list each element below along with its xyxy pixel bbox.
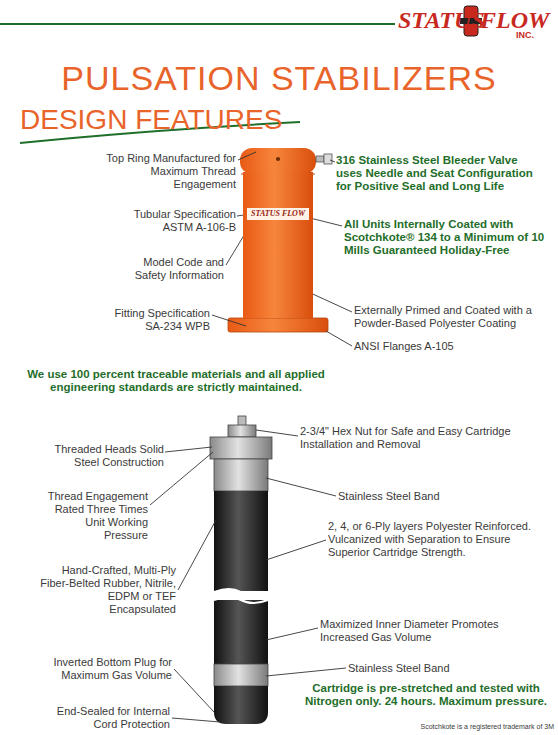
callout-label: Model Code and Safety Information — [130, 256, 224, 282]
callout-label: Stainless Steel Band — [348, 662, 548, 675]
trademark-note: Scotchkote is a registered trademark of … — [384, 722, 554, 731]
company-logo: FLOW — [480, 6, 540, 34]
vessel-logo: STATUS FLOW — [247, 208, 309, 220]
callout-label: ANSI Flanges A-105 — [354, 340, 534, 353]
callout-label: 2-3/4" Hex Nut for Safe and Easy Cartrid… — [300, 425, 550, 451]
vessel-body: STATUS FLOW — [243, 172, 313, 318]
callout-label: Fitting Specification SA-234 WPB — [110, 307, 210, 333]
feature-note: All Units Internally Coated with Scotchk… — [344, 218, 548, 257]
company-logo: INC. — [516, 30, 548, 40]
section-heading: DESIGN FEATURES — [20, 104, 340, 136]
feature-note: We use 100 percent traceable materials a… — [16, 368, 336, 394]
callout-label: End-Sealed for Internal Cord Protection — [40, 705, 170, 731]
callout-label: Stainless Steel Band — [338, 490, 538, 503]
feature-note: 316 Stainless Steel Bleeder Valve uses N… — [336, 154, 546, 193]
feature-note: Cartridge is pre-stretched and tested wi… — [300, 682, 552, 708]
callout-label: Inverted Bottom Plug for Maximum Gas Vol… — [50, 656, 172, 682]
callout-label: Externally Primed and Coated with a Powd… — [354, 304, 550, 330]
callout-label: Tubular Specification ASTM A-106-B — [112, 208, 236, 234]
page-title: PULSATION STABILIZERS — [0, 58, 558, 98]
callout-label: Threaded Heads Solid Steel Construction — [50, 443, 164, 469]
callout-label: Thread Engagement Rated Three Times Unit… — [40, 490, 148, 542]
callout-label: 2, 4, or 6-Ply layers Polyester Reinforc… — [328, 520, 550, 559]
callout-label: Top Ring Manufactured for Maximum Thread… — [96, 152, 236, 191]
callout-label: Hand-Crafted, Multi-Ply Fiber-Belted Rub… — [40, 564, 176, 616]
callout-label: Maximized Inner Diameter Promotes Increa… — [320, 618, 520, 644]
company-logo: STATUS — [398, 6, 462, 34]
